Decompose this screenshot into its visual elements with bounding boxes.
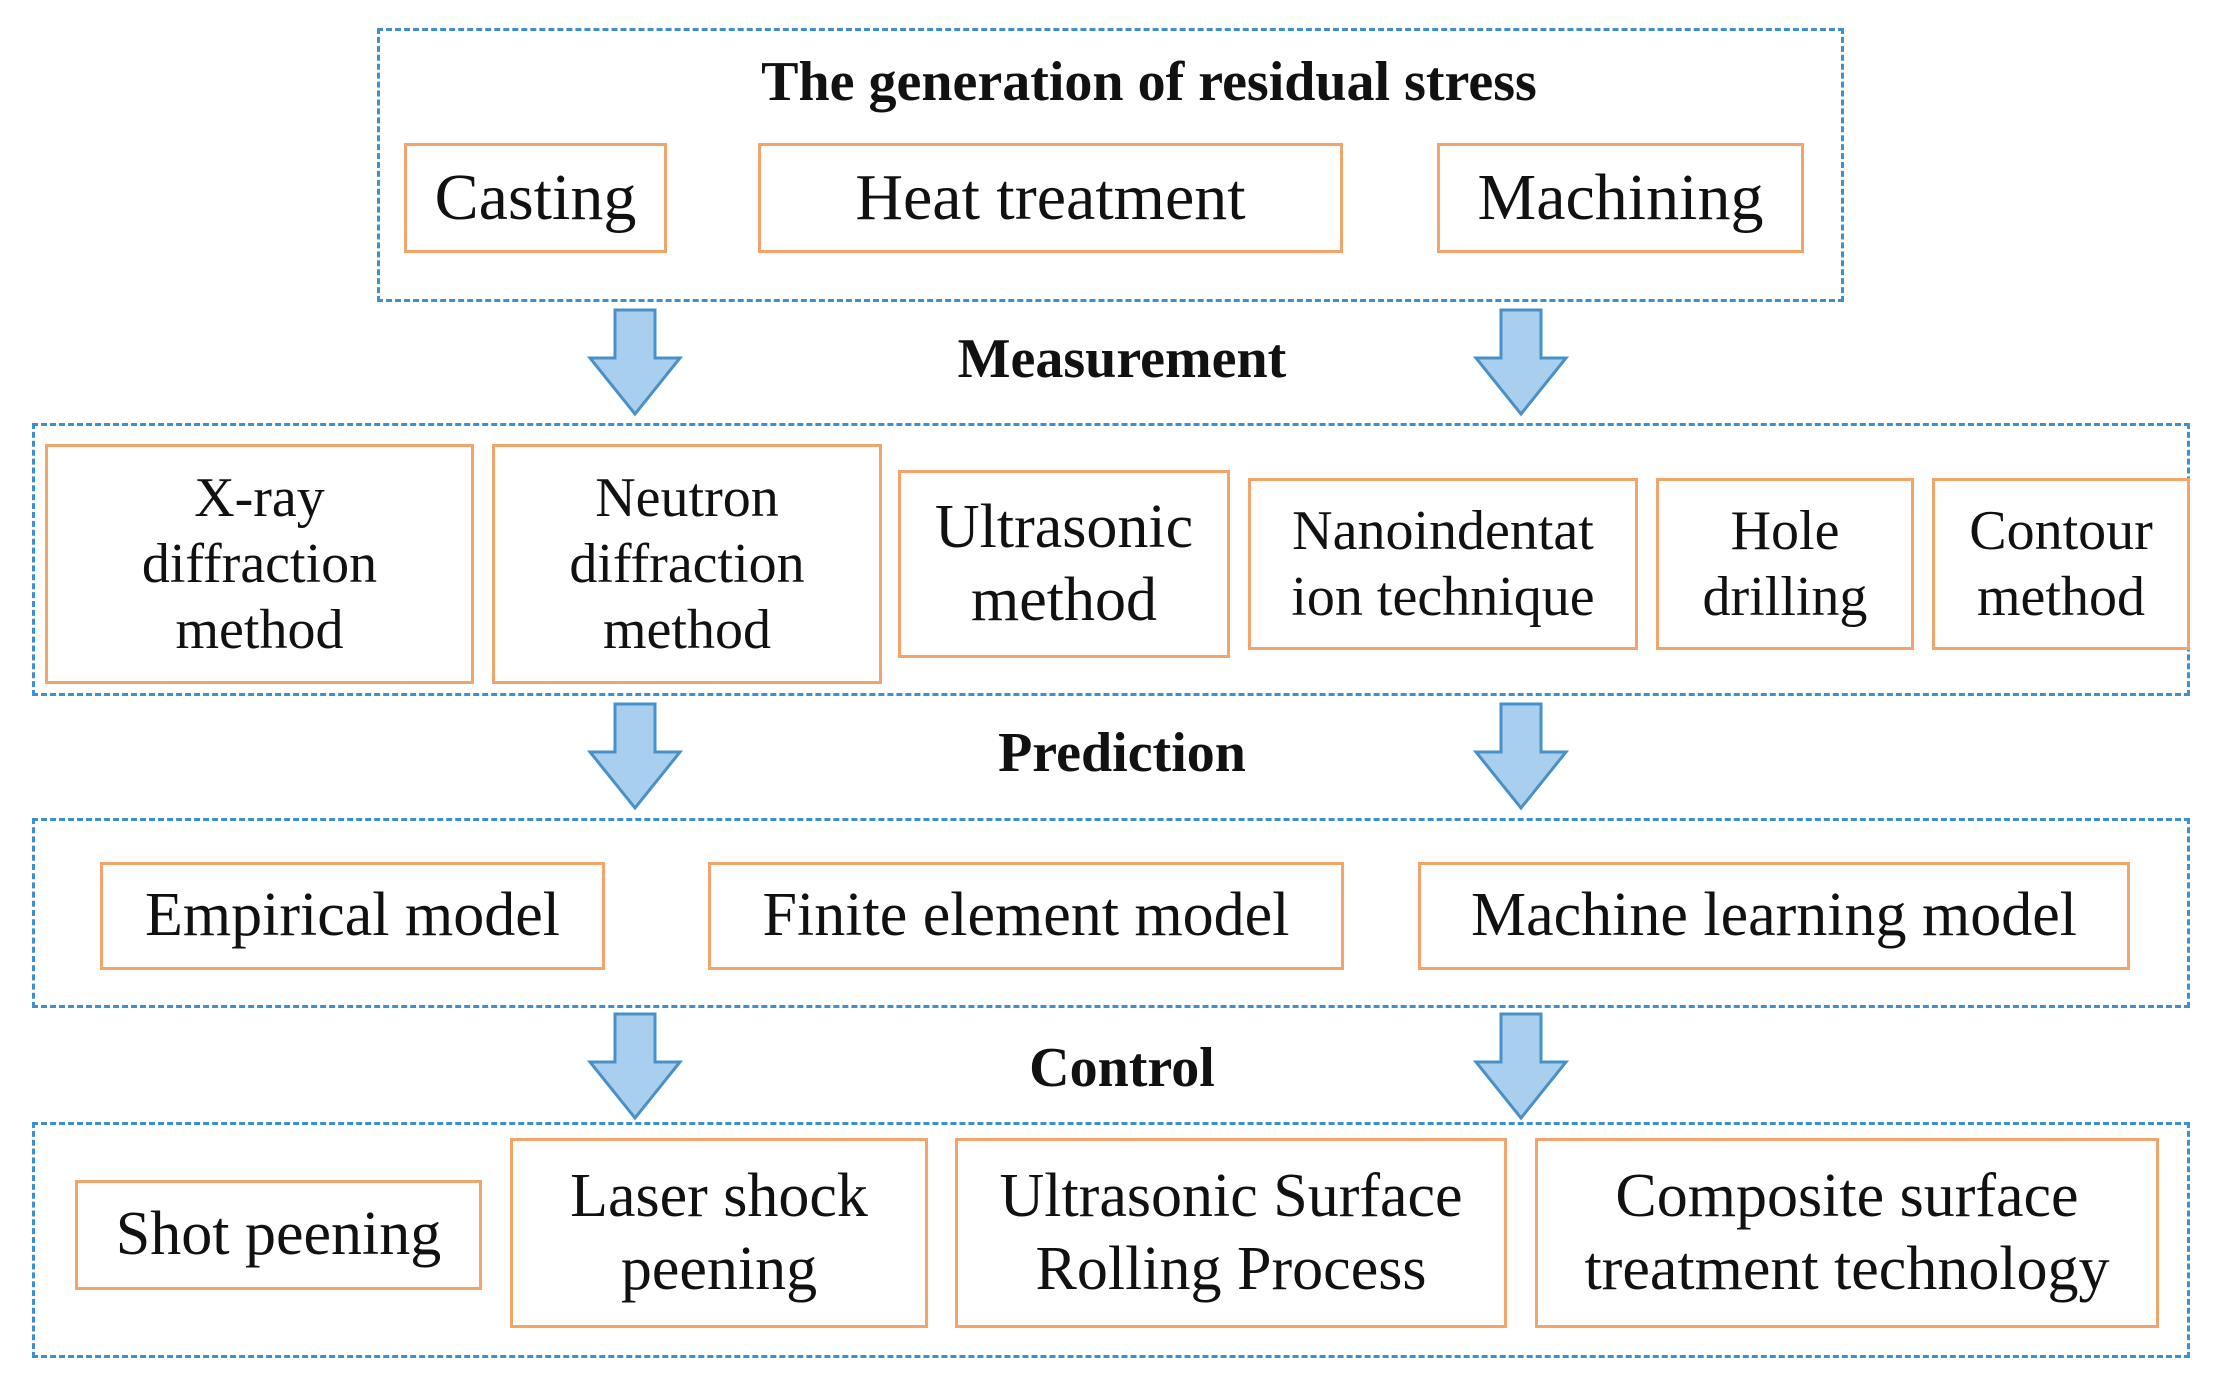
down-arrow-icon: [1473, 702, 1569, 811]
generation-group: [377, 28, 1844, 302]
down-arrow-icon: [587, 1012, 683, 1121]
machine-learning-model-box: Machine learning model: [1418, 862, 2130, 970]
empirical-model-box: Empirical model: [100, 862, 605, 970]
down-arrow-icon: [587, 308, 683, 417]
finite-element-model-box: Finite element model: [708, 862, 1344, 970]
generation-title: The generation of residual stress: [761, 51, 1537, 113]
prediction-title: Prediction: [998, 722, 1246, 784]
control-group: [32, 1122, 2190, 1358]
down-arrow-icon: [1473, 1012, 1569, 1121]
casting-box: Casting: [404, 143, 667, 253]
machining-box: Machining: [1437, 143, 1804, 253]
control-title: Control: [1029, 1037, 1215, 1099]
heat-treatment-box: Heat treatment: [758, 143, 1343, 253]
measurement-title: Measurement: [957, 328, 1287, 390]
prediction-group: [32, 818, 2190, 1008]
shot-peening-box: Shot peening: [75, 1180, 482, 1290]
down-arrow-icon: [1473, 308, 1569, 417]
down-arrow-icon: [587, 702, 683, 811]
